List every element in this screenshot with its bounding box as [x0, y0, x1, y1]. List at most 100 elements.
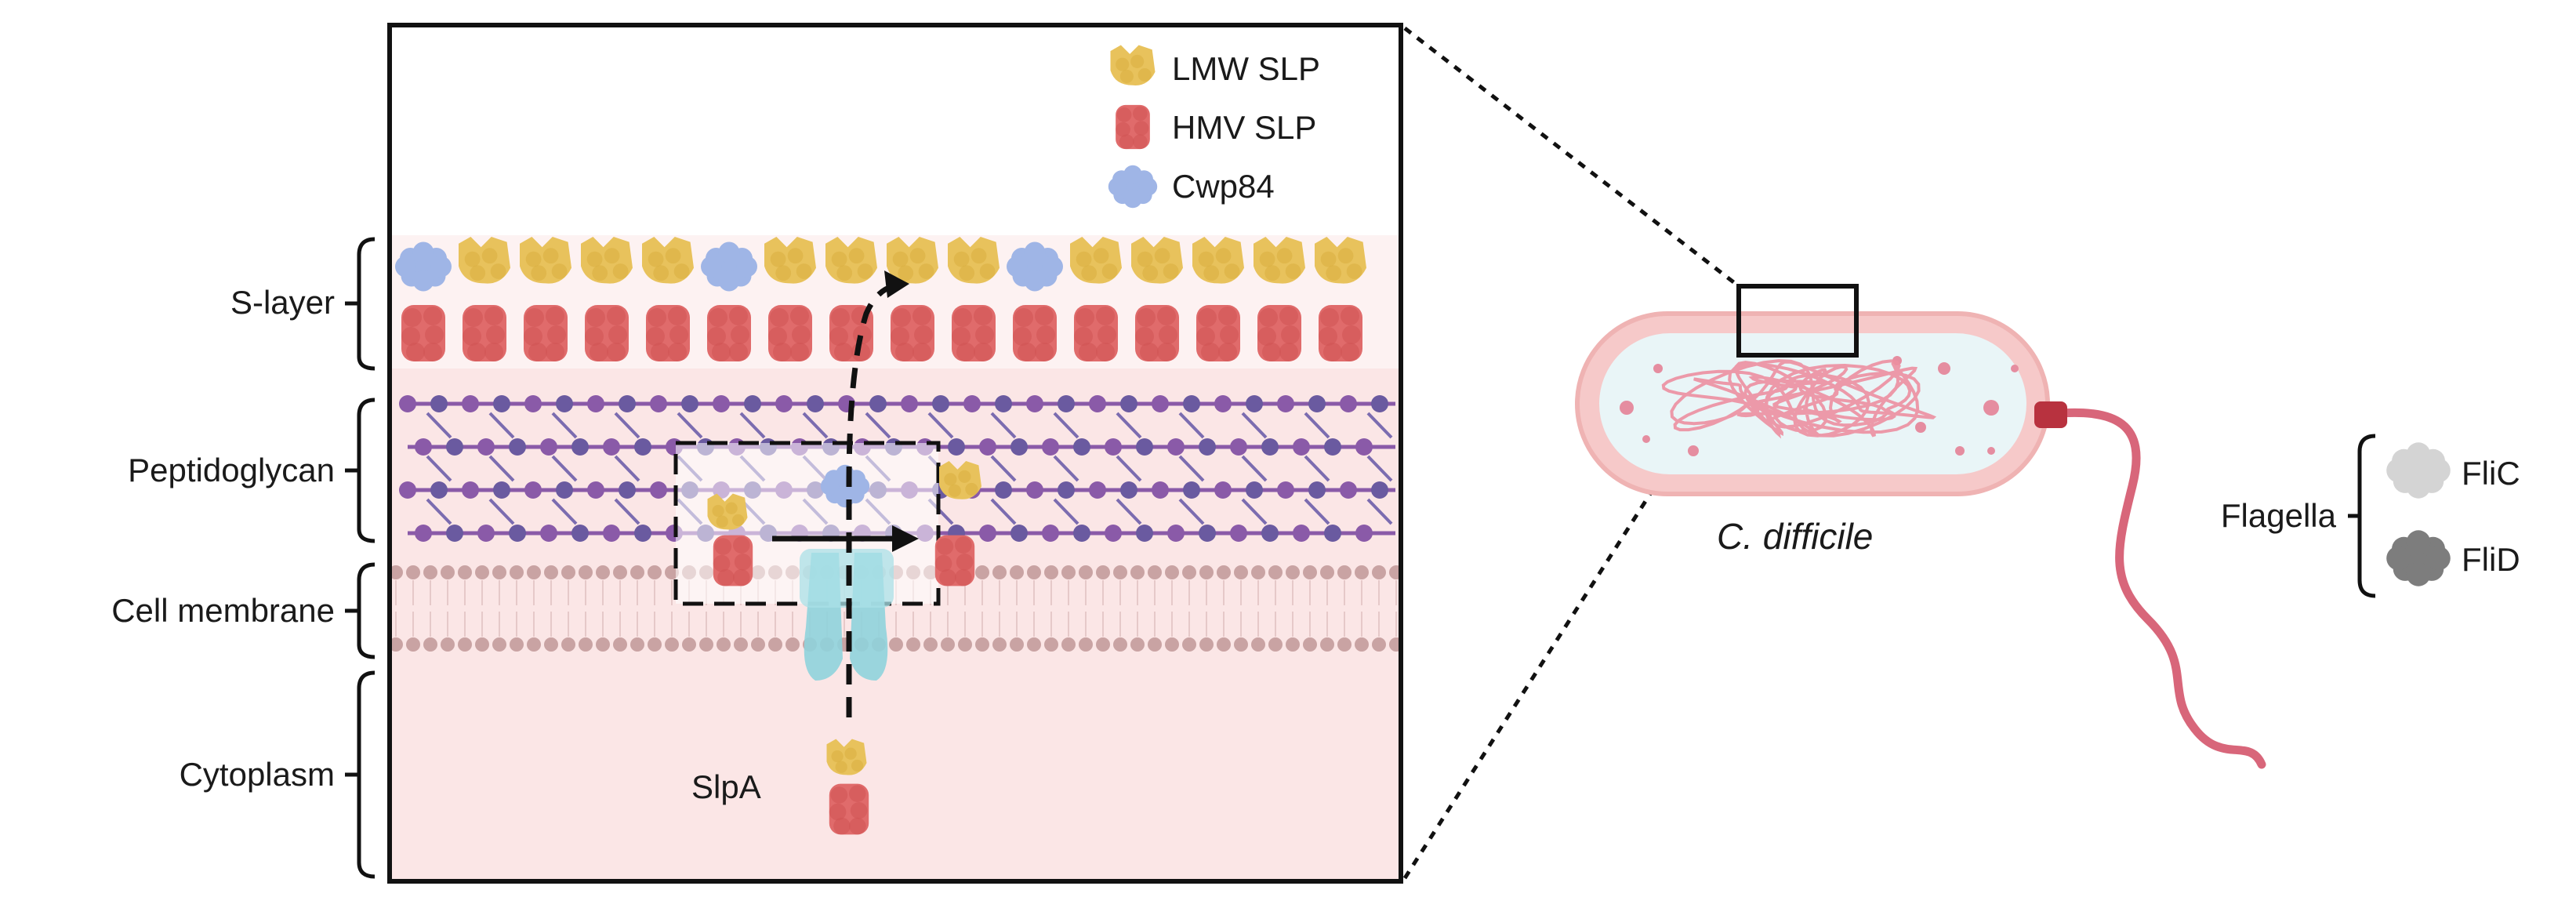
lipid-head — [441, 637, 455, 652]
glycan-sugar — [869, 395, 887, 412]
lmw-slp-subunit — [1070, 237, 1122, 284]
glycan-sugar — [1293, 438, 1310, 456]
lipid-head — [1251, 637, 1265, 652]
lmw-slp-subunit — [581, 237, 633, 284]
legend-icons — [1108, 45, 1158, 209]
lipid-head — [475, 637, 489, 652]
inset-hmv-cleaved — [934, 535, 975, 586]
glycan-sugar — [650, 395, 667, 412]
peptide-crosslink — [1053, 455, 1079, 482]
layer-brackets — [345, 237, 376, 879]
flid-icon — [2386, 530, 2451, 586]
cell-granule — [1915, 422, 1926, 433]
lipid-head — [1061, 565, 1076, 579]
label-cell-membrane: Cell membrane — [111, 592, 335, 629]
glycan-sugar — [1199, 438, 1216, 456]
glycan-sugar — [415, 438, 432, 456]
lipid-head — [1389, 637, 1401, 652]
label-cytoplasm: Cytoplasm — [180, 756, 335, 793]
lipid-head — [906, 637, 920, 652]
peptide-crosslink — [865, 412, 891, 439]
lmw-slp-subunit — [887, 237, 938, 284]
slpa-hmv-domain — [829, 783, 869, 835]
glycan-sugar — [1214, 481, 1232, 499]
hmv-slp-subunit — [401, 305, 445, 361]
lipid-head — [958, 637, 972, 652]
lipid-head — [1165, 565, 1179, 579]
glycan-sugar — [1277, 481, 1294, 499]
glycan-sugar — [1230, 525, 1247, 542]
glycan-sugar — [493, 395, 510, 412]
cwp84-subunit — [1007, 241, 1063, 292]
glycan-sugar — [1073, 525, 1090, 542]
lmw-slp-subunit — [520, 237, 571, 284]
glycan-sugar — [446, 525, 463, 542]
flagella-bracket — [2348, 434, 2376, 598]
lipid-head — [527, 565, 541, 579]
cell-granule — [1688, 445, 1699, 456]
secretion-channel — [800, 549, 894, 681]
legend-cwp84-icon — [1108, 165, 1158, 209]
lipid-head — [1268, 637, 1283, 652]
flic-label: FliC — [2462, 455, 2520, 492]
lipid-head — [1303, 637, 1317, 652]
glycan-sugar — [1230, 438, 1247, 456]
organism-label: C. difficile — [1717, 516, 1873, 557]
glycan-sugar — [1199, 525, 1216, 542]
peptide-crosslink — [739, 412, 766, 439]
lipid-head — [923, 637, 938, 652]
glycan-sugar — [399, 481, 416, 499]
glycan-sugar — [1136, 525, 1153, 542]
peptide-crosslink — [1053, 412, 1079, 439]
glycan-sugar — [775, 395, 793, 412]
glycan-sugar — [587, 395, 604, 412]
lipid-head — [1320, 565, 1334, 579]
inset-proteins — [707, 461, 981, 586]
peptide-crosslink — [1116, 498, 1142, 525]
export-arrowhead — [884, 271, 909, 298]
glycan-sugar — [1183, 481, 1200, 499]
lipid-head — [458, 565, 472, 579]
peptide-crosslink — [1178, 498, 1205, 525]
lmw-slp-subunit — [459, 237, 510, 284]
glycan-sugar — [1026, 395, 1043, 412]
peptide-crosslink — [426, 455, 452, 482]
glycan-sugar — [1105, 438, 1122, 456]
flagellar-motor — [2034, 401, 2067, 428]
lipid-head — [1010, 565, 1024, 579]
glycan-sugar — [1183, 395, 1200, 412]
glycan-sugar — [477, 525, 495, 542]
cell-granule — [1620, 401, 1634, 415]
glycan-sugar — [1058, 481, 1075, 499]
glycan-sugar — [979, 438, 996, 456]
hmv-slp-subunit — [463, 305, 506, 361]
glycan-sugar — [1010, 438, 1028, 456]
cell-granule — [1938, 362, 1950, 375]
lipid-head — [699, 637, 713, 652]
lipid-head — [992, 565, 1007, 579]
glycan-sugar — [1355, 438, 1373, 456]
glycan-sugar — [1308, 395, 1326, 412]
flagella-protein-icons — [2386, 442, 2451, 586]
lipid-head — [1199, 565, 1214, 579]
peptide-crosslink — [1053, 498, 1079, 525]
lipid-head — [1234, 637, 1248, 652]
glycan-sugar — [571, 438, 589, 456]
label-peptidoglycan: Peptidoglycan — [128, 452, 335, 488]
glycan-sugar — [430, 395, 448, 412]
cell-granule — [1983, 400, 1999, 416]
lipid-head — [734, 637, 748, 652]
glycan-sugar — [948, 438, 965, 456]
glycan-sugar — [1152, 481, 1169, 499]
glycan-sugar — [1371, 481, 1388, 499]
lipid-head — [1217, 637, 1231, 652]
label-s-layer: S-layer — [230, 284, 335, 321]
hmv-slp-subunit — [646, 305, 690, 361]
lipid-head — [768, 637, 782, 652]
flid-label: FliD — [2462, 541, 2520, 578]
cell-granule — [1653, 364, 1663, 373]
legend-lmw-label: LMW SLP — [1172, 50, 1320, 87]
glycan-sugar — [1026, 481, 1043, 499]
glycan-sugar — [1214, 395, 1232, 412]
lipid-head — [941, 637, 955, 652]
